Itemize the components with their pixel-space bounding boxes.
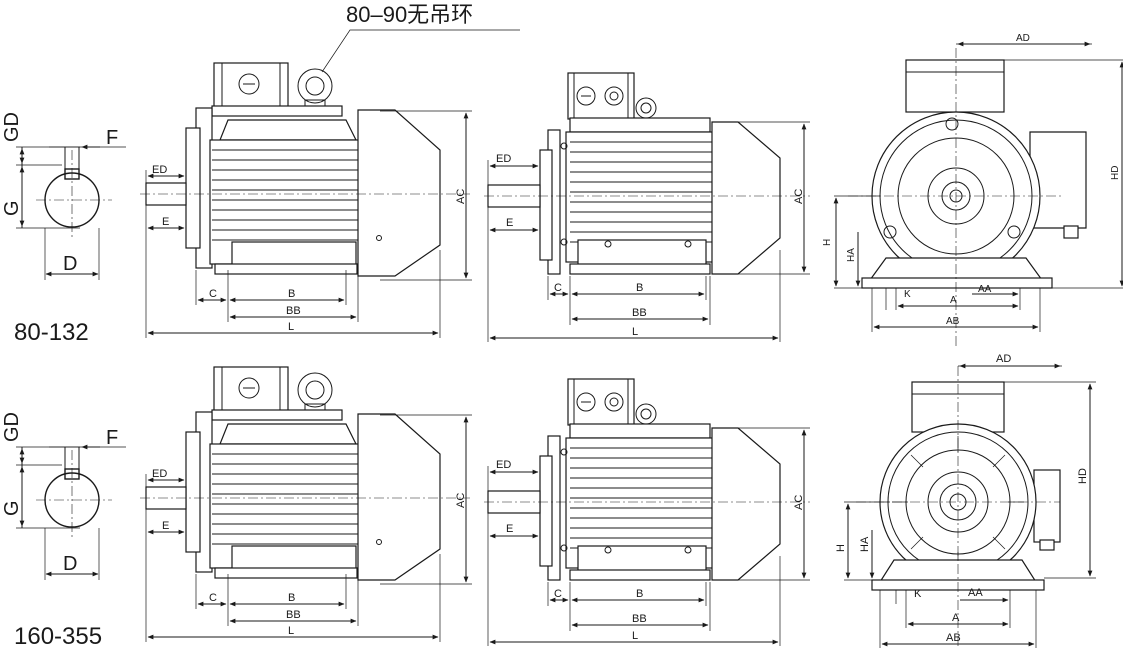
label-g-top: G (1, 200, 23, 216)
label-ha-top: HA (846, 248, 857, 262)
label-g-bottom: G (1, 500, 23, 516)
label-ad-bottom: AD (996, 353, 1011, 365)
label-l-s1t: L (288, 321, 294, 333)
label-bb-s1b: BB (286, 609, 301, 621)
label-c-s1b: C (209, 592, 217, 604)
label-b-s1b: B (288, 592, 295, 604)
label-f-bottom: F (106, 427, 118, 449)
label-e-s2t: E (506, 217, 513, 229)
label-ha-bottom: HA (859, 536, 871, 552)
label-f-top: F (106, 127, 118, 149)
label-a-bottom: A (952, 612, 960, 624)
label-ab-top: AB (946, 316, 960, 327)
label-hd-bottom: HD (1077, 468, 1089, 484)
label-b-s1t: B (288, 288, 295, 300)
label-h-top: H (822, 239, 833, 246)
frame-label-large: 160-355 (14, 623, 102, 650)
label-d-top: D (63, 253, 77, 275)
label-gd-bottom: GD (1, 412, 23, 442)
label-c-s2t: C (554, 282, 562, 294)
label-d-bottom: D (63, 553, 77, 575)
label-b-s2t: B (636, 282, 643, 294)
label-bb-s1t: BB (286, 305, 301, 317)
label-l-s1b: L (288, 625, 294, 637)
label-aa-bottom: AA (968, 587, 983, 599)
label-ed-s2t: ED (496, 153, 511, 165)
label-ac-s1t: AC (455, 189, 467, 204)
label-l-s2t: L (632, 326, 638, 338)
label-gd-top: GD (1, 112, 23, 142)
label-l-s2b: L (632, 630, 638, 642)
label-c-s2b: C (554, 588, 562, 600)
label-e-s2b: E (506, 523, 513, 535)
label-c-s1t: C (209, 288, 217, 300)
side-view-bottom-1 (140, 366, 472, 642)
label-ed-s2b: ED (496, 459, 511, 471)
label-b-s2b: B (636, 588, 643, 600)
label-hd-top: HD (1110, 166, 1121, 180)
frame-label-small: 80-132 (14, 319, 89, 346)
label-a-top: A (950, 295, 957, 306)
label-ed-s1b: ED (152, 468, 167, 480)
end-view-top (833, 41, 1123, 346)
label-bb-s2t: BB (632, 307, 647, 319)
label-ac-s2t: AC (793, 189, 805, 204)
side-view-top-2 (484, 72, 810, 342)
label-ac-s1b: AC (455, 493, 467, 508)
side-view-bottom-2 (484, 378, 810, 646)
annotation-no-lifting-eye: 80–90无吊环 (346, 2, 473, 27)
label-ac-s2b: AC (793, 495, 805, 510)
label-k-bottom: K (914, 588, 922, 600)
label-k-top: K (904, 289, 911, 300)
label-aa-top: AA (978, 284, 992, 295)
label-ab-bottom: AB (946, 632, 961, 644)
side-view-top-1 (140, 29, 520, 338)
label-ad-top: AD (1016, 33, 1030, 44)
label-e-s1t: E (162, 216, 169, 228)
label-ed-s1t: ED (152, 164, 167, 176)
end-view-bottom (844, 363, 1096, 648)
label-e-s1b: E (162, 520, 169, 532)
label-bb-s2b: BB (632, 613, 647, 625)
label-h-bottom: H (835, 544, 847, 552)
